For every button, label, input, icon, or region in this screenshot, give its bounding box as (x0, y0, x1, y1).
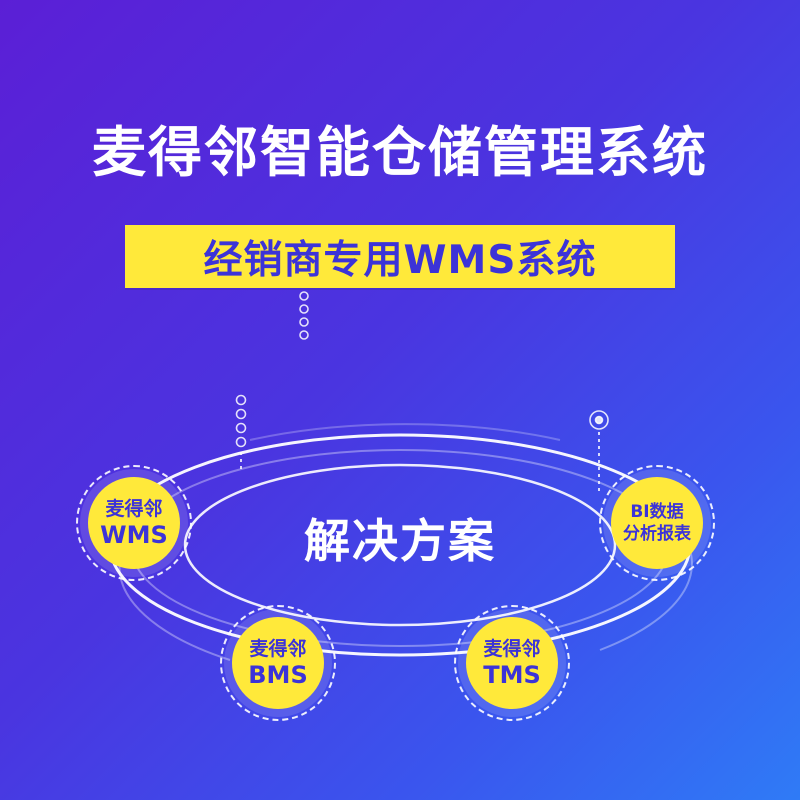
subtitle-banner: 经销商专用WMS系统 (125, 225, 675, 288)
node-bi-line1: BI数据 (630, 502, 684, 522)
node-ring-bms (220, 605, 336, 721)
node-bms-line2: BMS (248, 661, 308, 689)
subtitle-text: 经销商专用WMS系统 (203, 237, 597, 283)
arc-top (249, 423, 561, 441)
connector-dot (299, 304, 309, 314)
node-tms: 麦得邻 TMS (466, 617, 558, 709)
node-wms-line2: WMS (100, 521, 168, 549)
connector-dot (235, 394, 247, 406)
node-ring-wms (76, 465, 192, 581)
node-ring-tms (454, 605, 570, 721)
target-icon (589, 410, 609, 430)
node-wms: 麦得邻 WMS (88, 477, 180, 569)
center-label: 解决方案 (304, 514, 496, 568)
connector-dot (299, 317, 309, 327)
connector-dot (235, 422, 247, 434)
node-bms: 麦得邻 BMS (232, 617, 324, 709)
target-icon-center (594, 415, 604, 425)
connector-dot (299, 330, 309, 340)
connector-dot (235, 408, 247, 420)
node-bms-line1: 麦得邻 (249, 638, 307, 660)
node-tms-line2: TMS (483, 661, 541, 689)
page-title: 麦得邻智能仓储管理系统 (92, 121, 708, 184)
node-tms-line1: 麦得邻 (483, 638, 541, 660)
connector-dot (299, 291, 309, 301)
connector-dot (235, 436, 247, 448)
node-ring-bi (599, 465, 715, 581)
node-bi: BI数据 分析报表 (611, 477, 703, 569)
node-bi-line2: 分析报表 (623, 524, 691, 544)
node-wms-line1: 麦得邻 (105, 498, 163, 520)
